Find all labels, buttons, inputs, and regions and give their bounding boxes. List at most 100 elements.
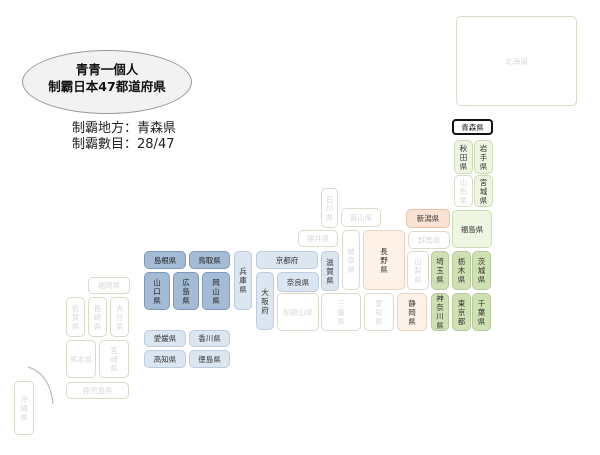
pref-kanagawa-label: 神奈川県 bbox=[436, 294, 444, 330]
pref-gunma-label: 群馬県 bbox=[417, 235, 441, 245]
pref-niigata-label: 新潟県 bbox=[416, 214, 440, 223]
pref-kagawa[interactable]: 香川県 bbox=[189, 330, 230, 347]
pref-tokyo[interactable]: 東京都 bbox=[452, 293, 471, 331]
count-label: 制霸數目： bbox=[72, 137, 138, 152]
pref-miyagi[interactable]: 宮城県 bbox=[474, 175, 493, 207]
pref-niigata[interactable]: 新潟県 bbox=[406, 209, 450, 228]
pref-tokyo-label: 東京都 bbox=[457, 298, 466, 326]
pref-miyazaki-label: 宮崎県 bbox=[110, 345, 118, 373]
pref-chiba[interactable]: 千葉県 bbox=[472, 293, 491, 331]
pref-kagawa-label: 香川県 bbox=[198, 334, 221, 343]
pref-yamaguchi[interactable]: 山口県 bbox=[144, 272, 170, 310]
pref-nagano[interactable]: 長野県 bbox=[363, 230, 405, 290]
pref-ishikawa-label: 石川県 bbox=[325, 194, 334, 222]
pref-ehime[interactable]: 愛媛県 bbox=[144, 330, 186, 347]
pref-toyama-label: 富山県 bbox=[349, 213, 373, 222]
pref-hokkaido[interactable]: 北海道 bbox=[456, 16, 577, 106]
pref-gifu[interactable]: 岐阜県 bbox=[342, 230, 360, 290]
pref-saitama[interactable]: 埼玉県 bbox=[431, 251, 449, 290]
pref-kochi[interactable]: 高知県 bbox=[144, 350, 186, 368]
pref-tottori-label: 鳥取県 bbox=[198, 255, 221, 265]
pref-shimane[interactable]: 島根県 bbox=[144, 251, 186, 269]
pref-oita[interactable]: 大分県 bbox=[110, 297, 129, 337]
pref-aomori-label: 青森県 bbox=[461, 122, 484, 132]
pref-ibaraki-label: 茨城県 bbox=[477, 257, 486, 284]
pref-ishikawa[interactable]: 石川県 bbox=[321, 188, 338, 228]
pref-iwate-label: 岩手県 bbox=[479, 143, 488, 171]
pref-miyagi-label: 宮城県 bbox=[479, 177, 488, 205]
pref-hiroshima[interactable]: 広島県 bbox=[173, 272, 199, 310]
pref-shiga[interactable]: 滋賀県 bbox=[321, 251, 339, 291]
pref-gunma[interactable]: 群馬県 bbox=[408, 231, 450, 249]
pref-toyama[interactable]: 富山県 bbox=[341, 208, 381, 227]
pref-okinawa-label: 沖縄県 bbox=[20, 394, 28, 422]
pref-chiba-label: 千葉県 bbox=[477, 298, 486, 326]
pref-shizuoka-label: 静岡県 bbox=[408, 298, 416, 326]
pref-okinawa[interactable]: 沖縄県 bbox=[14, 381, 34, 435]
pref-wakayama-label: 和歌山県 bbox=[283, 307, 313, 317]
pref-yamaguchi-label: 山口県 bbox=[153, 277, 161, 305]
pref-miyazaki[interactable]: 宮崎県 bbox=[99, 340, 129, 378]
count-value: 28/47 bbox=[137, 137, 175, 152]
pref-iwate[interactable]: 岩手県 bbox=[474, 140, 493, 174]
pref-yamanashi[interactable]: 山梨県 bbox=[407, 251, 429, 290]
pref-hyogo-label: 兵庫県 bbox=[239, 267, 247, 294]
pref-aichi[interactable]: 愛知県 bbox=[364, 293, 394, 331]
pref-yamanashi-label: 山梨県 bbox=[414, 257, 422, 284]
pref-kyoto-label: 京都府 bbox=[275, 255, 299, 265]
pref-oita-label: 大分県 bbox=[115, 303, 124, 331]
pref-kyoto[interactable]: 京都府 bbox=[256, 251, 318, 269]
pref-tochigi-label: 栃木県 bbox=[457, 257, 466, 284]
count-stat: 制霸數目：28/47 bbox=[72, 137, 174, 153]
pref-kagoshima-label: 鹿児島県 bbox=[82, 386, 113, 395]
pref-saga[interactable]: 佐賀県 bbox=[66, 297, 85, 337]
pref-saitama-label: 埼玉県 bbox=[436, 257, 444, 284]
pref-kagoshima[interactable]: 鹿児島県 bbox=[66, 382, 129, 399]
pref-yamagata-label: 山形県 bbox=[459, 177, 468, 205]
pref-nagano-label: 長野県 bbox=[380, 246, 388, 274]
pref-fukui[interactable]: 福井県 bbox=[298, 230, 338, 247]
pref-okayama-label: 岡山県 bbox=[212, 277, 220, 305]
pref-kumamoto-label: 熊本県 bbox=[69, 354, 93, 364]
pref-mie[interactable]: 三重県 bbox=[321, 293, 361, 331]
pref-gifu-label: 岐阜県 bbox=[347, 246, 355, 274]
pref-fukuoka[interactable]: 福岡県 bbox=[88, 277, 130, 294]
pref-ehime-label: 愛媛県 bbox=[153, 334, 177, 343]
pref-yamagata[interactable]: 山形県 bbox=[454, 175, 473, 207]
pref-hyogo[interactable]: 兵庫県 bbox=[234, 251, 252, 310]
pref-akita[interactable]: 秋田県 bbox=[454, 140, 473, 174]
pref-shizuoka[interactable]: 静岡県 bbox=[397, 293, 427, 331]
pref-osaka-label: 大阪府 bbox=[261, 287, 269, 315]
pref-shiga-label: 滋賀県 bbox=[326, 257, 334, 285]
pref-nara[interactable]: 奈良県 bbox=[277, 272, 319, 292]
pref-saga-label: 佐賀県 bbox=[71, 303, 80, 331]
pref-hiroshima-label: 広島県 bbox=[182, 277, 190, 305]
pref-kochi-label: 高知県 bbox=[153, 354, 177, 364]
pref-aomori[interactable]: 青森県 bbox=[452, 119, 493, 135]
pref-tokushima[interactable]: 徳島県 bbox=[189, 350, 230, 368]
pref-wakayama[interactable]: 和歌山県 bbox=[277, 293, 319, 331]
pref-tottori[interactable]: 鳥取県 bbox=[189, 251, 230, 269]
pref-akita-label: 秋田県 bbox=[459, 143, 468, 171]
title-line-2: 制霸日本47都道府県 bbox=[48, 79, 166, 94]
pref-mie-label: 三重県 bbox=[337, 298, 345, 326]
title-oval bbox=[22, 50, 192, 114]
pref-kanagawa[interactable]: 神奈川県 bbox=[431, 293, 449, 331]
pref-osaka[interactable]: 大阪府 bbox=[256, 272, 274, 330]
pref-kumamoto[interactable]: 熊本県 bbox=[66, 340, 96, 378]
pref-nagasaki[interactable]: 長崎県 bbox=[88, 297, 107, 337]
pref-tochigi[interactable]: 栃木県 bbox=[452, 251, 471, 290]
pref-ibaraki[interactable]: 茨城県 bbox=[472, 251, 491, 290]
region-stat: 制霸地方：青森県 bbox=[72, 121, 176, 137]
pref-fukushima-label: 福島県 bbox=[460, 224, 484, 234]
region-value: 青森県 bbox=[137, 121, 177, 136]
pref-okayama[interactable]: 岡山県 bbox=[202, 272, 230, 310]
region-label: 制霸地方： bbox=[72, 121, 138, 136]
pref-fukuoka-label: 福岡県 bbox=[97, 281, 121, 290]
pref-tokushima-label: 徳島県 bbox=[198, 354, 221, 364]
pref-fukushima[interactable]: 福島県 bbox=[452, 210, 492, 248]
pref-shimane-label: 島根県 bbox=[153, 255, 177, 265]
title-line-1: 青青一個人 bbox=[75, 62, 139, 77]
pref-fukui-label: 福井県 bbox=[306, 234, 330, 243]
